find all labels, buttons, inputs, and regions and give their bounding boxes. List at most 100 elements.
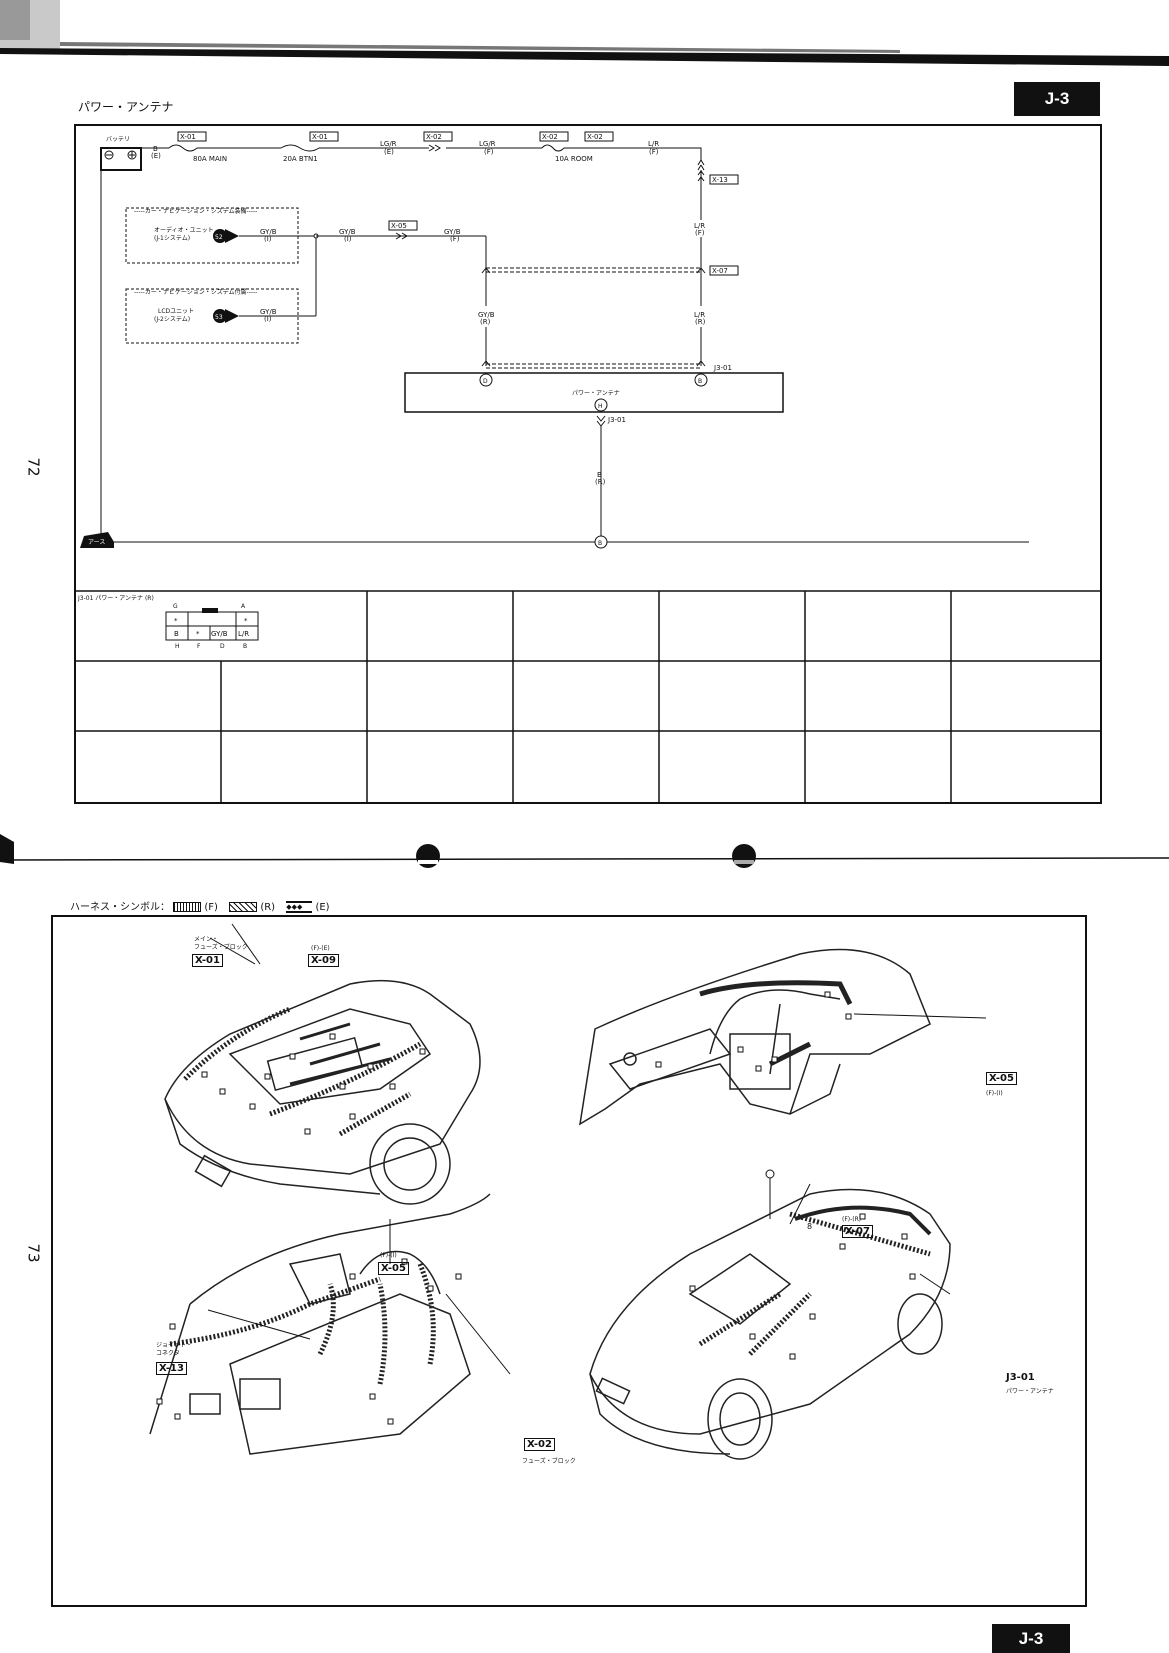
wire-gyb-3: GY/B [339, 228, 356, 236]
interior-drawing [149, 1193, 491, 1455]
ground-pin: B [598, 540, 602, 547]
wire-lr-f-top: L/R [648, 140, 659, 148]
wire-gyb-2: GY/B [260, 308, 277, 316]
conn-x05: X-05 [391, 222, 407, 230]
nav-with-ref: 52 [215, 234, 223, 241]
wire-gyb-2-harness: (I) [264, 315, 272, 323]
page-divider [0, 834, 1169, 868]
rear-car-connectors [689, 1213, 916, 1360]
battery-label: バッテリ [106, 136, 130, 143]
section-tab-bottom: J-3 [992, 1624, 1070, 1653]
callout-ground-number: 8 [807, 1222, 813, 1231]
callout-x05-top-harness: (F)-(I) [986, 1090, 1003, 1097]
callout-x02: X-02 [524, 1438, 555, 1451]
interior-connectors [156, 1258, 462, 1425]
harness-location-drawing [51, 915, 1087, 1607]
page-number-upper: 72 [24, 457, 43, 477]
wire-lgr-f: LG/R [479, 140, 496, 148]
conn-x01-b: X-01 [312, 133, 328, 141]
nav-with-label: -----カー・ナビゲーション・システム装備----- [134, 207, 257, 215]
nav-without-ref: 53 [215, 314, 223, 321]
nav-with-unit-sub: (J-1システム) [154, 235, 190, 242]
callout-x05-bottom-harness: (F)-(I) [380, 1252, 397, 1259]
legend-label: ハーネス・シンボル： [70, 902, 170, 913]
engine-bay-car [164, 979, 481, 1205]
callout-x02-desc: フューズ・ブロック [522, 1458, 576, 1465]
callout-x05-bottom: X-05 [378, 1262, 409, 1275]
connector-view-title: J3-01 パワー・アンテナ (R) [77, 595, 154, 602]
conn-x02-c: X-02 [587, 133, 603, 141]
nav-without-unit-sub: (J-2システム) [154, 316, 190, 323]
x01-desc1: メイン・ [194, 936, 219, 943]
wire-gyb-4-harness: (F) [450, 235, 460, 243]
callout-j301: J3-01 [1006, 1372, 1035, 1383]
wire-lgr-f-harness: (F) [484, 148, 494, 156]
wire-gyb-5-harness: (R) [480, 318, 491, 326]
wire-gyb-5: GY/B [478, 311, 495, 319]
wire-gyb-1: GY/B [260, 228, 277, 236]
harness-legend: ハーネス・シンボル： (F) (R) ◆◆◆ (E) [70, 898, 330, 913]
battery-symbol [100, 147, 142, 171]
legend-e-symbol: ◆◆◆ [286, 901, 313, 913]
callout-x07-harness: (F)-(R) [842, 1216, 862, 1223]
fuse-80a-main: 80A MAIN [193, 155, 227, 163]
callout-x09-harness: (F)-(E) [311, 945, 330, 952]
conn-bottom-h: H [175, 643, 180, 650]
engine-bay-connectors [201, 1033, 426, 1135]
antenna-connector-id: J3-01 [713, 364, 732, 372]
dashboard-drawing [579, 948, 931, 1126]
top-banner [0, 0, 1169, 66]
fuse-10a-room: 10A ROOM [555, 155, 593, 163]
ground-car-icon [80, 532, 114, 548]
wire-lr-f-right: L/R [694, 222, 705, 230]
legend-f: (F) [204, 902, 218, 913]
conn-cell-f: * [196, 630, 200, 638]
wire-lr-f-right-harness: (F) [695, 229, 705, 237]
x01-desc2: フューズ・ブロック [194, 944, 248, 951]
callout-j301-desc: パワー・アンテナ [1006, 1388, 1054, 1395]
callout-x05-top: X-05 [986, 1072, 1017, 1085]
wire-gyb-3-harness: (I) [344, 235, 352, 243]
callout-x13: X-13 [156, 1362, 187, 1375]
wire-lgr-e: LG/R [380, 140, 397, 148]
pin-d: D [483, 378, 488, 385]
antenna-label: パワー・アンテナ [572, 390, 620, 397]
legend-r-symbol [229, 902, 258, 912]
conn-cell-b: L/R [238, 630, 249, 638]
page-number-lower: 73 [24, 1243, 43, 1263]
conn-x02-b: X-02 [542, 133, 558, 141]
callout-x07: X-07 [842, 1225, 873, 1238]
wiring-schematic: バッテリ B (E) X-01 X-01 X-02 X-02 X-02 80A … [74, 124, 1102, 804]
conn-cell-a: * [244, 617, 248, 625]
conn-x02-a: X-02 [426, 133, 442, 141]
wire-gyb-1-harness: (I) [264, 235, 272, 243]
section-tab-top: J-3 [1014, 82, 1100, 116]
fuse-20a-btn1: 20A BTN1 [283, 155, 318, 163]
x13-desc2: コネクタ [156, 1350, 180, 1357]
conn-top-g: G [173, 603, 178, 610]
conn-bottom-d: D [220, 643, 225, 650]
conn-x07: X-07 [712, 267, 728, 275]
callout-x01: X-01 [192, 954, 223, 967]
antenna-connector-id-2: J3-01 [607, 416, 626, 424]
pin-h: H [598, 403, 603, 410]
legend-r: (R) [260, 902, 276, 913]
conn-top-a: A [241, 603, 246, 610]
conn-x13: X-13 [712, 176, 728, 184]
nav-with-unit: オーディオ・ユニット [154, 226, 214, 234]
rear-car-drawing [589, 1188, 951, 1460]
page-title: パワー・アンテナ [78, 100, 174, 114]
battery-wire-harness: (E) [151, 152, 161, 160]
nav-without-unit: LCDユニット [158, 308, 194, 315]
conn-bottom-b: B [243, 643, 247, 650]
wire-lr-r-harness: (R) [695, 318, 706, 326]
dashboard-connectors [655, 991, 852, 1072]
callout-x09: X-09 [308, 954, 339, 967]
x13-desc1: ジョイント・ [156, 1342, 193, 1349]
conn-cell-g: * [174, 617, 178, 625]
conn-cell-h: B [174, 630, 179, 638]
nav-without-label: -----カー・ナビゲーション・システム付属----- [134, 288, 257, 296]
wire-lgr-e-harness: (E) [384, 148, 394, 156]
wire-gyb-4: GY/B [444, 228, 461, 236]
pin-b: B [698, 378, 702, 385]
